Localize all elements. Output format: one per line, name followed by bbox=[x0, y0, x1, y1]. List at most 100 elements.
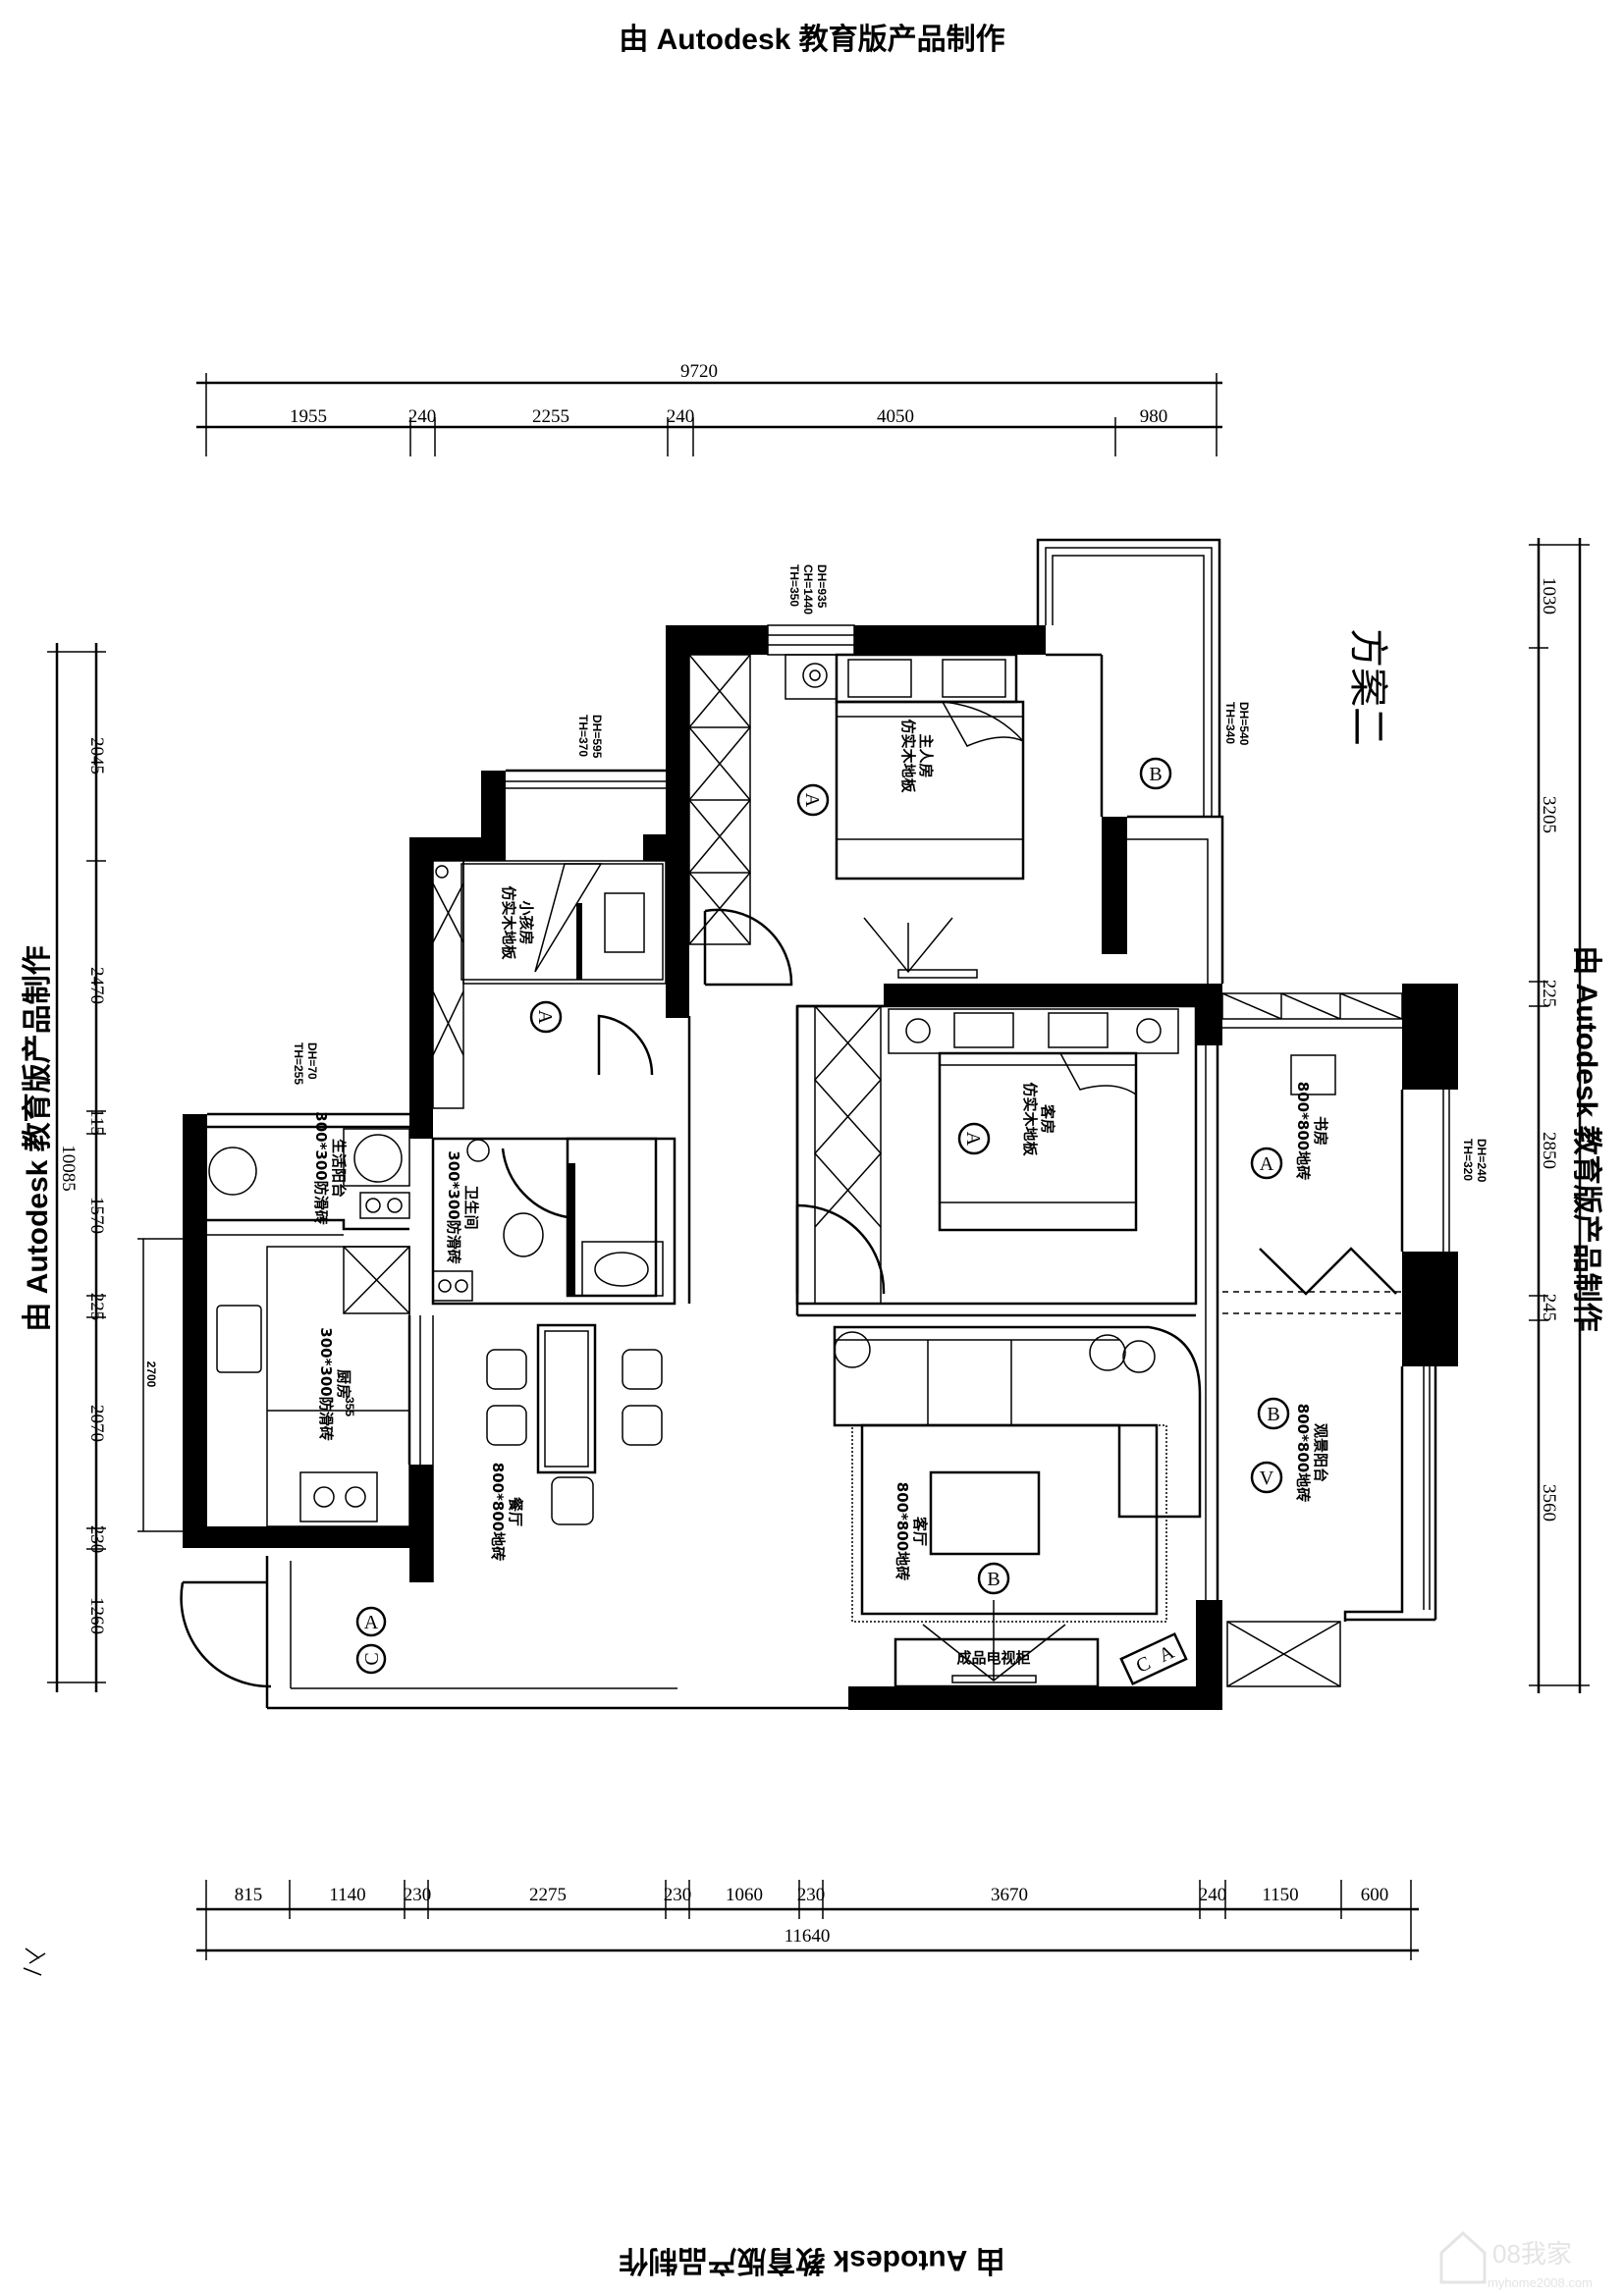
dim-left: 2045 bbox=[86, 737, 107, 774]
dim-bottom: 815 bbox=[235, 1885, 263, 1905]
bottom-dimensions: 815 1140 230 2275 230 1060 230 3670 240 … bbox=[196, 1880, 1419, 1960]
dim-bottom: 1140 bbox=[329, 1885, 365, 1905]
marker-guest-a: A bbox=[957, 1122, 991, 1155]
right-dimensions: 1030 3205 225 2850 245 3560 bbox=[1529, 538, 1590, 1693]
svg-text:A: A bbox=[534, 1010, 556, 1025]
dim-top: 2255 bbox=[532, 406, 569, 427]
annot-service: TH=255 bbox=[292, 1042, 305, 1085]
marker-entry-c: C bbox=[355, 1643, 387, 1675]
room-study-name: 书房 bbox=[1312, 1116, 1329, 1146]
dim-left: 2470 bbox=[86, 967, 107, 1004]
dim-left-total: 10085 bbox=[58, 1145, 79, 1192]
logo-url: myhome2008.com bbox=[1488, 2275, 1593, 2290]
room-bath-floor: 300*300防滑砖 bbox=[445, 1150, 462, 1263]
dim-bottom: 2275 bbox=[529, 1885, 567, 1905]
dim-bottom: 230 bbox=[664, 1885, 692, 1905]
dim-bottom: 230 bbox=[797, 1885, 826, 1905]
room-view-balcony-name: 观景阳台 bbox=[1312, 1423, 1329, 1482]
dim-bottom: 240 bbox=[1199, 1885, 1227, 1905]
marker-balcony-v: V bbox=[1250, 1461, 1283, 1494]
room-living-floor: 800*800地砖 bbox=[893, 1482, 911, 1580]
dim-top: 4050 bbox=[877, 406, 914, 427]
marker-child-a: A bbox=[529, 1000, 563, 1034]
site-logo: 08我家 myhome2008.com bbox=[1439, 2230, 1593, 2290]
watermark-right: 由 Autodesk 教育版产品制作 bbox=[1570, 945, 1603, 1331]
svg-text:A: A bbox=[801, 793, 823, 808]
room-dining-floor: 800*800地砖 bbox=[489, 1463, 507, 1561]
dim-right: 225 bbox=[1539, 980, 1559, 1008]
furniture bbox=[208, 653, 1336, 1688]
watermark-bottom: 由 Autodesk 教育版产品制作 bbox=[619, 2244, 1004, 2277]
dim-right: 3205 bbox=[1539, 796, 1559, 833]
window-annotations: DH=935 CH=1440 TH=350 DH=540 TH=340 DH=5… bbox=[292, 564, 1489, 1183]
tv-cabinet-label: 成品电视柜 bbox=[956, 1649, 1030, 1667]
dim-bottom: 1060 bbox=[726, 1885, 763, 1905]
svg-text:A: A bbox=[962, 1132, 984, 1147]
room-child-name: 小孩房 bbox=[517, 900, 535, 944]
dim-left: 230 bbox=[86, 1525, 107, 1554]
marker-entry-a: A bbox=[355, 1606, 387, 1637]
dim-top-total: 9720 bbox=[680, 361, 718, 382]
room-master-name: 主人房 bbox=[917, 733, 935, 777]
room-living-name: 客厅 bbox=[911, 1516, 929, 1546]
annot-balcony: TH=340 bbox=[1223, 702, 1237, 744]
svg-text:A: A bbox=[1260, 1153, 1274, 1175]
room-master-floor: 仿实木地板 bbox=[899, 719, 917, 793]
annot-child: TH=370 bbox=[576, 715, 590, 757]
dim-left: 1260 bbox=[86, 1597, 107, 1634]
dim-bottom: 600 bbox=[1361, 1885, 1389, 1905]
dim-right: 2850 bbox=[1539, 1132, 1559, 1169]
room-study-floor: 800*800地砖 bbox=[1294, 1082, 1312, 1180]
room-child-floor: 仿实木地板 bbox=[500, 885, 517, 960]
room-kitchen-name: 厨房 bbox=[335, 1369, 352, 1399]
room-guest-name: 客房 bbox=[1039, 1103, 1056, 1134]
dim-top: 240 bbox=[408, 406, 437, 427]
marker-balcony-b2: B bbox=[1257, 1397, 1290, 1430]
dim-left: 1570 bbox=[86, 1197, 107, 1234]
annot-master: CH=1440 bbox=[801, 564, 815, 614]
dim-right: 1030 bbox=[1539, 577, 1559, 614]
marker-balcony-b: B bbox=[1139, 757, 1172, 790]
annot-study: DH=240 bbox=[1475, 1139, 1489, 1183]
top-dimensions: 9720 1955 240 2255 240 4050 980 bbox=[196, 361, 1222, 456]
dim-bottom-total: 11640 bbox=[785, 1926, 831, 1947]
marker-living-b: B bbox=[977, 1562, 1010, 1595]
dim-left: 2070 bbox=[86, 1405, 107, 1442]
marker-study-a: A bbox=[1250, 1147, 1283, 1180]
left-dimensions: 2045 2470 115 1570 225 2070 230 1260 100… bbox=[47, 643, 107, 1692]
dim-top: 1955 bbox=[290, 406, 327, 427]
room-service-balcony-floor: 300*300防滑砖 bbox=[312, 1111, 330, 1224]
annot-balcony: DH=540 bbox=[1237, 702, 1251, 746]
dim-top: 240 bbox=[667, 406, 695, 427]
watermark-left: 由 Autodesk 教育版产品制作 bbox=[21, 945, 54, 1331]
dim-bottom: 1150 bbox=[1262, 1885, 1298, 1905]
kitchen-mark: 355 bbox=[343, 1397, 356, 1416]
annot-service: DH=70 bbox=[305, 1042, 319, 1080]
room-kitchen-floor: 300*300防滑砖 bbox=[317, 1327, 335, 1440]
dim-left: 225 bbox=[86, 1293, 107, 1321]
scheme-title: 方案二 bbox=[1345, 628, 1390, 746]
logo-name: 08我家 bbox=[1492, 2239, 1572, 2269]
room-guest-floor: 仿实木地板 bbox=[1021, 1082, 1039, 1156]
room-dining-name: 餐厅 bbox=[507, 1497, 524, 1526]
dim-left: 115 bbox=[86, 1108, 107, 1136]
svg-text:A: A bbox=[364, 1612, 379, 1633]
dim-kitchen: 2700 bbox=[144, 1362, 158, 1388]
svg-text:A: A bbox=[1156, 1641, 1178, 1667]
mark-icon bbox=[23, 1948, 46, 1976]
annot-study: TH=320 bbox=[1461, 1139, 1475, 1181]
annot-master: DH=935 bbox=[815, 564, 829, 609]
annot-master: TH=350 bbox=[787, 564, 801, 607]
svg-text:C: C bbox=[1133, 1652, 1154, 1678]
svg-text:B: B bbox=[1267, 1404, 1279, 1425]
house-icon bbox=[1439, 2230, 1487, 2284]
dim-right: 3560 bbox=[1539, 1484, 1559, 1522]
watermark-top: 由 Autodesk 教育版产品制作 bbox=[619, 23, 1004, 56]
dim-right: 245 bbox=[1539, 1294, 1559, 1322]
svg-text:B: B bbox=[987, 1569, 1000, 1590]
marker-master-a: A bbox=[796, 783, 830, 817]
dim-bottom: 230 bbox=[404, 1885, 432, 1905]
